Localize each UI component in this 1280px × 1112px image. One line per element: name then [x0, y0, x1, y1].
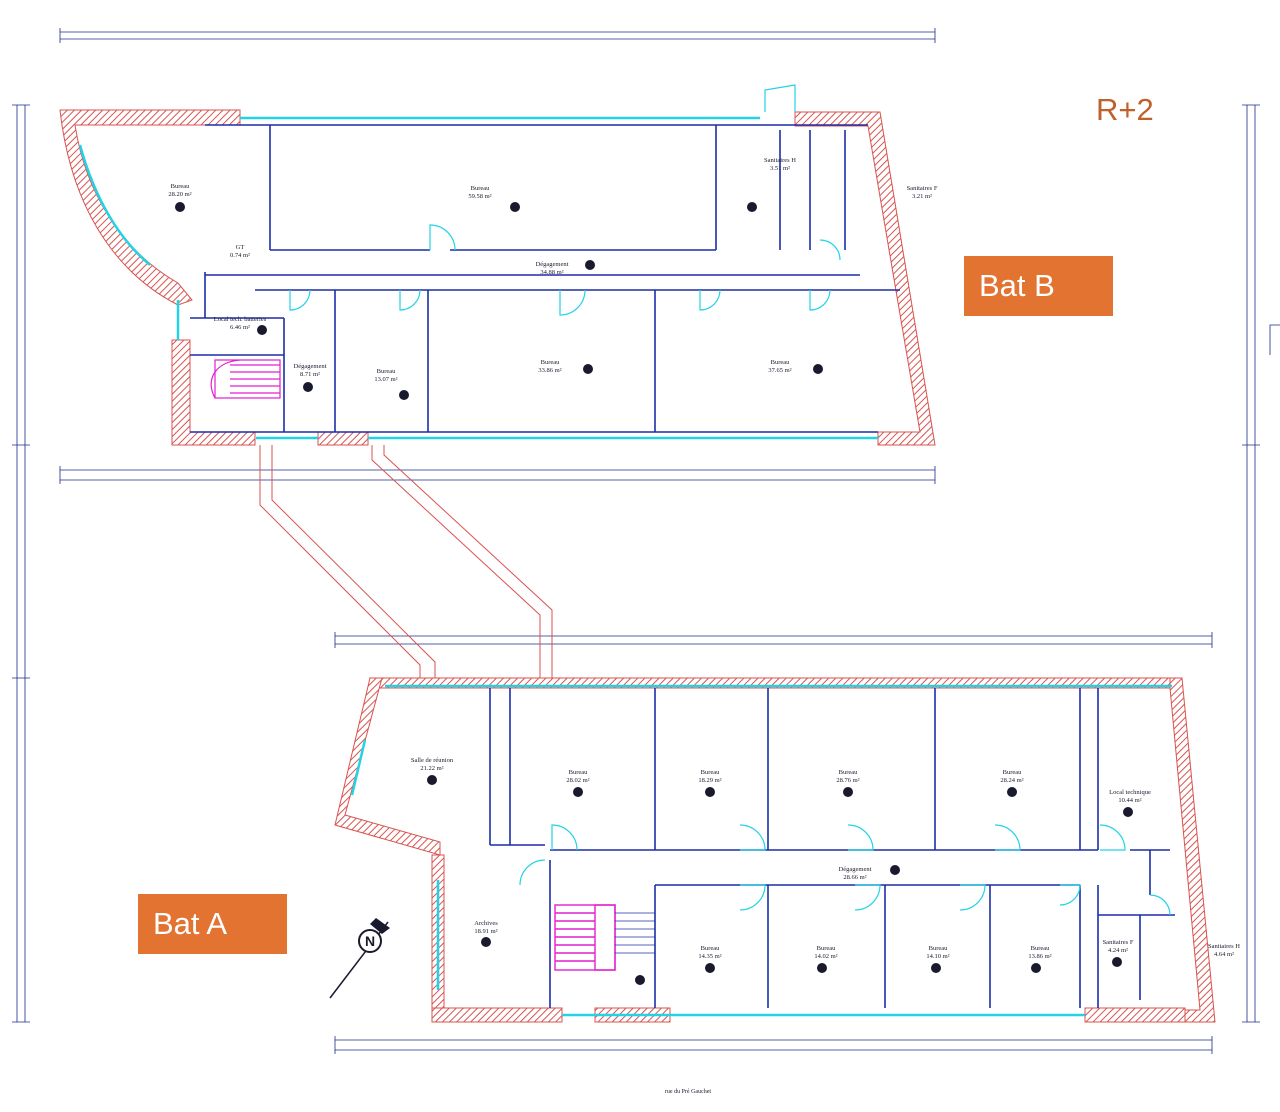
room-markers [175, 202, 1133, 985]
room-a2-area: 28.02 m² [566, 777, 589, 784]
room-b3-area: 3.51 m² [770, 165, 790, 172]
room-a8-area: 18.91 m² [474, 928, 497, 935]
room-a6-name: Local technique [1109, 789, 1151, 796]
room-a4-name: Bureau [839, 769, 859, 776]
room-a9-area: 14.35 m² [698, 953, 721, 960]
room-b2-name: Bureau [471, 185, 491, 192]
room-a1-area: 21.22 m² [420, 765, 443, 772]
room-a9-name: Bureau [701, 945, 721, 952]
room-b1-area: 28.20 m² [168, 191, 191, 198]
room-a10-area: 14.02 m² [814, 953, 837, 960]
room-b10-name: Bureau [541, 359, 561, 366]
room-b6-area: 0.74 m² [230, 252, 250, 259]
stair-a [554, 904, 616, 971]
room-b8-area: 8.71 m² [300, 371, 320, 378]
room-b11-area: 37.65 m² [768, 367, 791, 374]
room-a12-name: Bureau [1031, 945, 1051, 952]
room-b7-name: Local tech. batteries [214, 316, 267, 323]
room-a1-name: Salle de réunion [411, 757, 454, 764]
room-a3-name: Bureau [701, 769, 721, 776]
building-a-plan [334, 677, 1216, 1023]
north-arrow-icon: N [329, 918, 390, 999]
room-b6-name: GT [236, 244, 245, 251]
room-a11-name: Bureau [929, 945, 949, 952]
room-b10-area: 33.86 m² [538, 367, 561, 374]
building-b-right-wall [794, 111, 936, 446]
room-b3-name: Sanitaires H [764, 157, 796, 164]
building-a-right-wall [1169, 677, 1216, 1023]
room-a6-area: 10.44 m² [1118, 797, 1141, 804]
room-b4-name: Sanitaires F [907, 185, 938, 192]
room-b11-name: Bureau [771, 359, 791, 366]
room-b7-area: 6.46 m² [230, 324, 250, 331]
gangway [259, 445, 553, 680]
dimension-lines [12, 28, 1280, 1054]
street-label: rue du Pré Gauchet [665, 1089, 711, 1095]
room-b9-name: Bureau [377, 368, 397, 375]
room-a14-name: Sanitaires H [1208, 943, 1240, 950]
level-label: R+2 [1096, 92, 1154, 127]
room-a12-area: 13.86 m² [1028, 953, 1051, 960]
building-a-left-wall [334, 677, 441, 856]
stair-b [210, 359, 281, 399]
room-b8-name: Dégagement [294, 363, 327, 370]
building-b-tag: Bat B [964, 256, 1113, 316]
building-a-tag: Bat A [138, 894, 287, 954]
room-a5-name: Bureau [1003, 769, 1023, 776]
building-b-plan [59, 84, 936, 680]
compass-letter: N [365, 933, 375, 949]
building-b-room-labels: Bureau 28.20 m² Bureau 59.58 m² Sanitair… [168, 157, 937, 383]
room-b5-name: Dégagement [536, 261, 569, 268]
room-a13-name: Sanitaires F [1103, 939, 1134, 946]
room-a7-name: Dégagement [839, 866, 872, 873]
room-a2-name: Bureau [569, 769, 589, 776]
room-b1-name: Bureau [171, 183, 191, 190]
room-a4-area: 28.76 m² [836, 777, 859, 784]
room-a7-area: 28.66 m² [843, 874, 866, 881]
room-a10-name: Bureau [817, 945, 837, 952]
room-b5-area: 34.88 m² [540, 269, 563, 276]
building-b-outer-wall [59, 109, 241, 306]
room-a11-area: 14.10 m² [926, 953, 949, 960]
room-a14-area: 4.64 m² [1214, 951, 1234, 958]
room-a8-name: Archives [474, 920, 498, 927]
building-a-room-labels: Salle de réunion 21.22 m² Bureau 28.02 m… [411, 757, 1240, 960]
room-a5-area: 28.24 m² [1000, 777, 1023, 784]
room-b2-area: 59.58 m² [468, 193, 491, 200]
room-a13-area: 4.24 m² [1108, 947, 1128, 954]
room-a3-area: 18.29 m² [698, 777, 721, 784]
room-b9-area: 13.07 m² [374, 376, 397, 383]
room-b4-area: 3.21 m² [912, 193, 932, 200]
